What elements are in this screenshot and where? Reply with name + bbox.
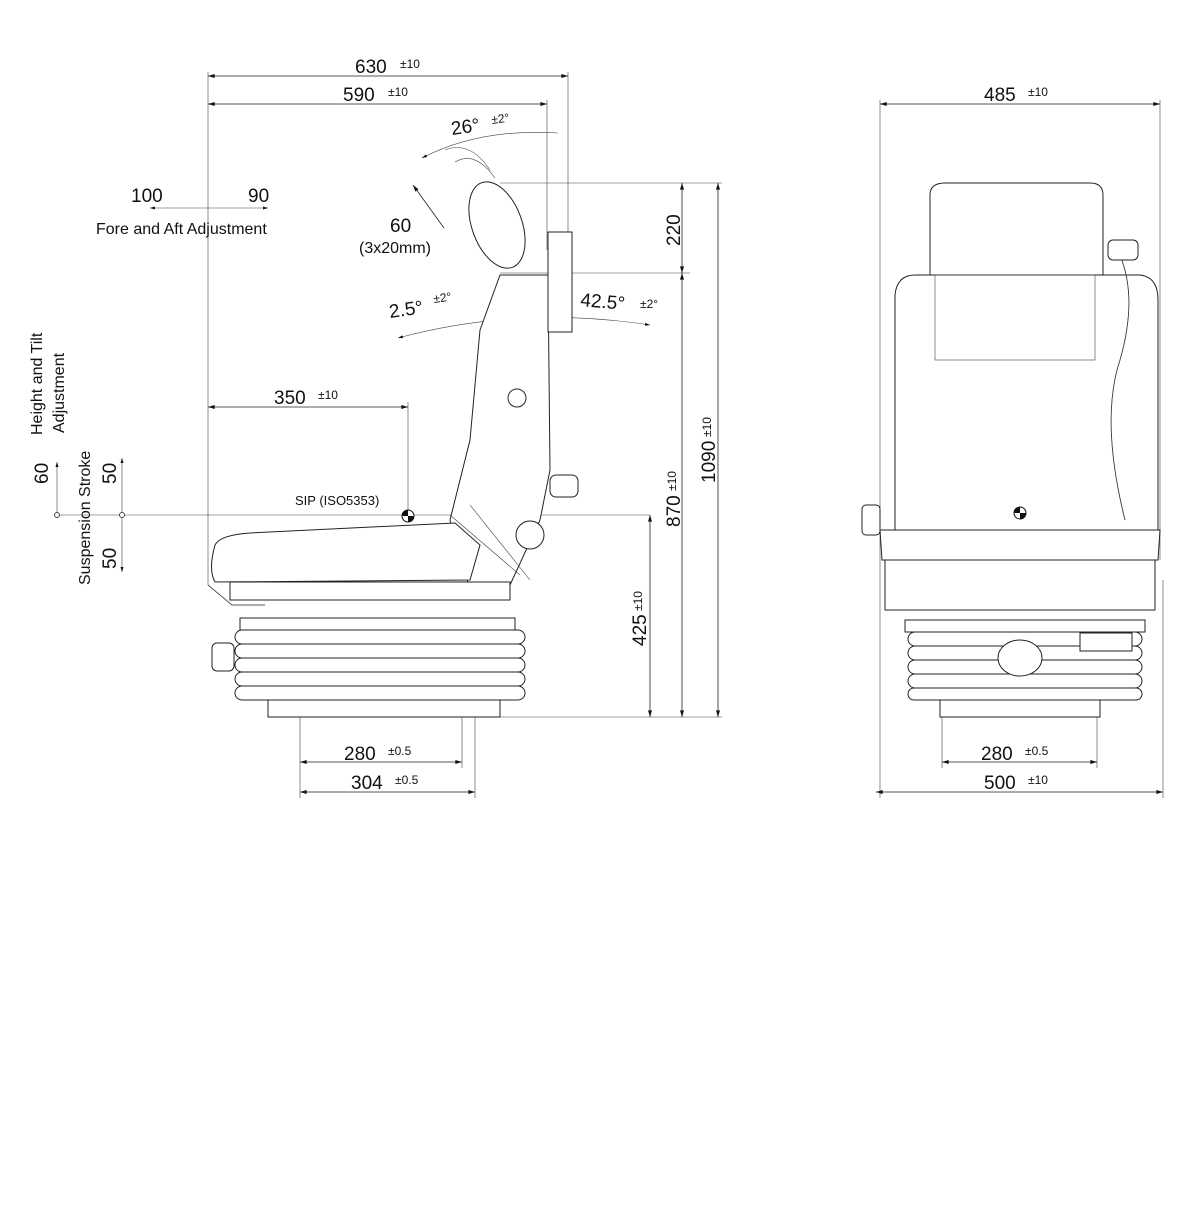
dim-590-value: 590 [343, 85, 375, 106]
side-view: 630 ±10 590 ±10 26° ±2° 60 (3x20mm) 220 … [29, 57, 722, 798]
sip-marker-front-icon [1013, 506, 1027, 520]
headrest-tilt-arc [421, 132, 559, 159]
slide-rail [229, 581, 511, 601]
dim-485-value: 485 [984, 85, 1016, 106]
dim-425-value: 425 [630, 614, 651, 646]
belt-mount [547, 231, 573, 333]
headrest-tilt-tol: ±2° [490, 111, 510, 127]
fore-aft-label: Fore and Aft Adjustment [96, 221, 267, 238]
seat-cushion-front [879, 529, 1161, 561]
dim-280-side-tol: ±0.5 [388, 744, 412, 758]
fore-value: 100 [131, 186, 163, 207]
dim-280-front-value: 280 [981, 744, 1013, 765]
dim-425-tol: ±10 [631, 591, 645, 611]
suspension-up-value: 50 [100, 463, 121, 484]
dim-1090-value: 1090 [699, 441, 720, 483]
dim-500-value: 500 [984, 773, 1016, 794]
dim-630-tol: ±10 [400, 57, 420, 71]
seat-belt [449, 504, 531, 581]
dim-500-tol: ±10 [1028, 773, 1048, 787]
lumbar-knob [507, 388, 527, 408]
headrest-travel-value: 60 [390, 216, 411, 237]
recline-knob [515, 520, 545, 550]
headrest-travel-arrow [412, 184, 445, 229]
height-adjust-knob-front [997, 639, 1043, 677]
seat-side-illustration [207, 147, 579, 718]
dim-870-value: 870 [664, 495, 685, 527]
armrest-mount [549, 474, 579, 498]
backrest-front [894, 274, 1159, 531]
headrest-travel-note: (3x20mm) [359, 240, 431, 257]
dim-870-tol: ±10 [665, 471, 679, 491]
height-tilt-value: 60 [32, 463, 53, 484]
suspension-down-value: 50 [100, 548, 121, 569]
dim-350-value: 350 [274, 388, 306, 409]
seat-front-illustration [861, 182, 1161, 718]
dim-280-front-tol: ±0.5 [1025, 744, 1049, 758]
seat-cushion [211, 522, 481, 583]
base-plate [267, 699, 501, 718]
suspension-bellows [234, 629, 526, 701]
front-view: 485 ±10 [861, 85, 1164, 798]
sip-marker-icon [401, 509, 415, 523]
dim-280-side-value: 280 [344, 744, 376, 765]
sip-label: SIP (ISO5353) [295, 493, 379, 508]
slide-rail-front [884, 559, 1156, 611]
height-tilt-label: Height and Tilt [29, 332, 46, 435]
headrest-front [929, 182, 1104, 276]
dim-485-tol: ±10 [1028, 85, 1048, 99]
dim-1090-tol: ±10 [700, 417, 714, 437]
backrest-fwd-value: 2.5° [388, 297, 425, 323]
dim-220-value: 220 [664, 214, 685, 246]
backrest-fwd-tol: ±2° [432, 290, 452, 306]
dim-630-value: 630 [355, 57, 387, 78]
headrest [468, 181, 526, 269]
dim-350-tol: ±10 [318, 388, 338, 402]
dim-304-value: 304 [351, 773, 383, 794]
headrest-tilt-value: 26° [450, 115, 481, 140]
backrest-rear-tol: ±2° [640, 297, 658, 311]
dim-590-tol: ±10 [388, 85, 408, 99]
aft-value: 90 [248, 186, 269, 207]
backrest-rear-value: 42.5° [580, 290, 626, 315]
height-adjust-knob [211, 642, 235, 672]
suspension-label: Suspension Stroke [77, 451, 94, 585]
base-plate-front [939, 699, 1101, 718]
height-tilt-label-2: Adjustment [51, 352, 68, 433]
dim-304-tol: ±0.5 [395, 773, 419, 787]
